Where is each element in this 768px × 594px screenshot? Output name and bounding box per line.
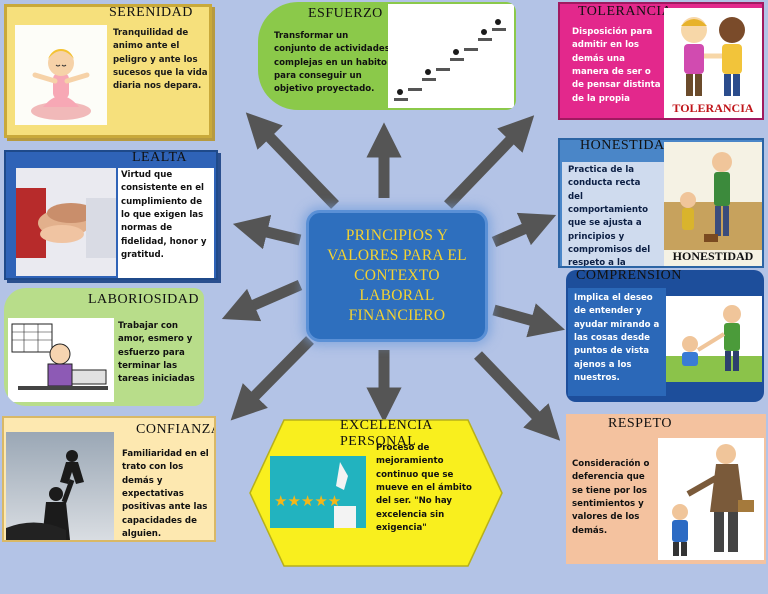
title-esfuerzo: ESFUERZO bbox=[308, 6, 383, 21]
text-lealtad: Virtud que consistente en el cumplimient… bbox=[118, 168, 214, 278]
arrow-honestidad bbox=[491, 212, 557, 248]
arrow-laboriosidad bbox=[221, 279, 303, 322]
card-respeto: RESPETO Consideración o deferencia que s… bbox=[566, 414, 766, 564]
effort-staircase-illustration bbox=[388, 4, 514, 108]
arrow-lealtad bbox=[232, 214, 302, 250]
honestidad-image-caption: HONESTIDAD bbox=[672, 249, 754, 263]
arrow-respeto bbox=[474, 351, 561, 441]
center-node: PRINCIPIOS Y VALORES PARA EL CONTEXTO LA… bbox=[306, 210, 488, 342]
card-serenidad: SERENIDAD Tranquilidad de animo ante el … bbox=[4, 4, 212, 138]
text-honestidad: Practica de la conducta recta del compor… bbox=[562, 162, 664, 266]
trust-silhouette-photo bbox=[6, 432, 114, 540]
text-comprension: Implica el deseo de entender y ayudar mi… bbox=[568, 288, 666, 396]
title-honestidad: HONESTIDA bbox=[580, 138, 665, 153]
helping-hand-illustration bbox=[666, 296, 762, 382]
card-confianza: CONFIANZA Familiaridad en el trato con l… bbox=[2, 416, 216, 542]
text-confianza: Familiaridad en el trato con los demás y… bbox=[122, 449, 209, 539]
center-title: PRINCIPIOS Y VALORES PARA EL CONTEXTO LA… bbox=[327, 226, 467, 325]
card-lealtad: LEALTA Virtud que consistente en el cump… bbox=[4, 150, 218, 280]
title-comprension: COMPRENSION bbox=[576, 270, 682, 283]
arrow-serenidad bbox=[245, 112, 339, 209]
title-serenidad: SERENIDAD bbox=[109, 5, 193, 20]
title-confianza: CONFIANZA bbox=[136, 422, 216, 437]
card-honestidad: HONESTIDA Practica de la conducta recta … bbox=[558, 138, 764, 268]
office-worker-illustration bbox=[8, 318, 114, 402]
arrow-confianza bbox=[230, 336, 314, 421]
text-laboriosidad: Trabajar con amor, esmero y esfuerzo par… bbox=[118, 321, 195, 385]
respect-handshake-illustration bbox=[658, 438, 764, 560]
text-excelencia: Proceso de mejoramiento continuo que se … bbox=[376, 443, 472, 533]
card-esfuerzo: ESFUERZO Transformar un conjunto de acti… bbox=[258, 2, 516, 110]
tolerance-illustration: TOLERANCIA bbox=[664, 8, 762, 118]
arrow-comprension bbox=[492, 303, 565, 338]
title-respeto: RESPETO bbox=[608, 416, 672, 431]
card-tolerancia: TOLERANCIA Disposición para admitir en l… bbox=[558, 2, 764, 120]
svg-text:★★★★★: ★★★★★ bbox=[274, 492, 341, 510]
honesty-illustration: HONESTIDAD bbox=[664, 142, 762, 266]
card-laboriosidad: LABORIOSIDAD Trabajar con amor, esmero y… bbox=[4, 288, 204, 406]
text-esfuerzo: Transformar un conjunto de actividades c… bbox=[274, 31, 390, 95]
hands-together-photo bbox=[16, 168, 116, 276]
title-laboriosidad: LABORIOSIDAD bbox=[88, 292, 199, 307]
text-respeto: Consideración o deferencia que se tiene … bbox=[572, 459, 650, 536]
card-excelencia: EXCELENCIA PERSONAL ★★★★★ Proceso de mej… bbox=[248, 418, 504, 568]
title-excelencia: EXCELENCIA PERSONAL bbox=[340, 418, 433, 450]
meditation-illustration bbox=[15, 25, 107, 125]
arrow-tolerancia bbox=[444, 115, 535, 209]
rating-stars-illustration: ★★★★★ bbox=[270, 456, 366, 528]
title-tolerancia: TOLERANCIA bbox=[578, 4, 673, 19]
tolerancia-image-caption: TOLERANCIA bbox=[672, 101, 754, 115]
text-serenidad: Tranquilidad de animo ante el peligro y … bbox=[113, 28, 208, 92]
card-comprension: COMPRENSION Implica el deseo de entender… bbox=[566, 270, 764, 402]
text-tolerancia: Disposición para admitir en los demás un… bbox=[572, 27, 661, 104]
title-lealtad: LEALTA bbox=[132, 150, 188, 165]
